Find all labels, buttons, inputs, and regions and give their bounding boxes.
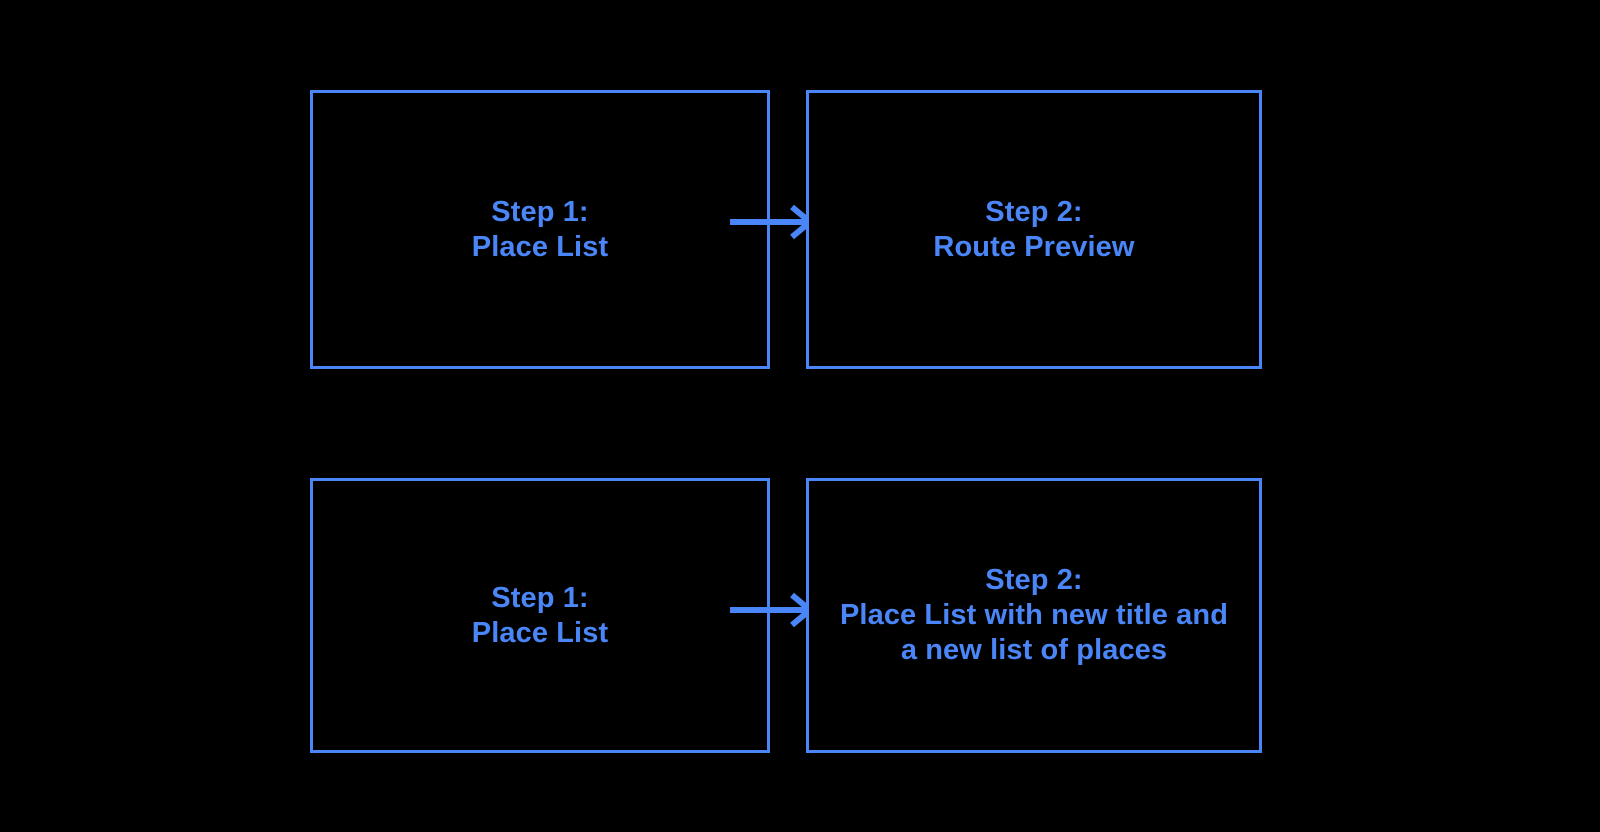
step-box-bottom-step-1[interactable]: Step 1: Place List bbox=[310, 478, 770, 753]
step-box-label: Step 1: Place List bbox=[471, 195, 609, 263]
flow-row-place-list-update: Step 1: Place List Step 2: Place List wi… bbox=[0, 478, 1600, 753]
step-box-label: Step 1: Place List bbox=[471, 581, 609, 649]
step-box-top-step-1[interactable]: Step 1: Place List bbox=[310, 90, 770, 369]
step-box-bottom-step-2[interactable]: Step 2: Place List with new title and a … bbox=[806, 478, 1262, 753]
flow-row-route-preview: Step 1: Place List Step 2: Route Preview bbox=[0, 90, 1600, 370]
step-box-label: Step 2: Place List with new title and a … bbox=[839, 564, 1229, 666]
step-box-top-step-2[interactable]: Step 2: Route Preview bbox=[806, 90, 1262, 369]
step-box-label: Step 2: Route Preview bbox=[933, 195, 1135, 263]
